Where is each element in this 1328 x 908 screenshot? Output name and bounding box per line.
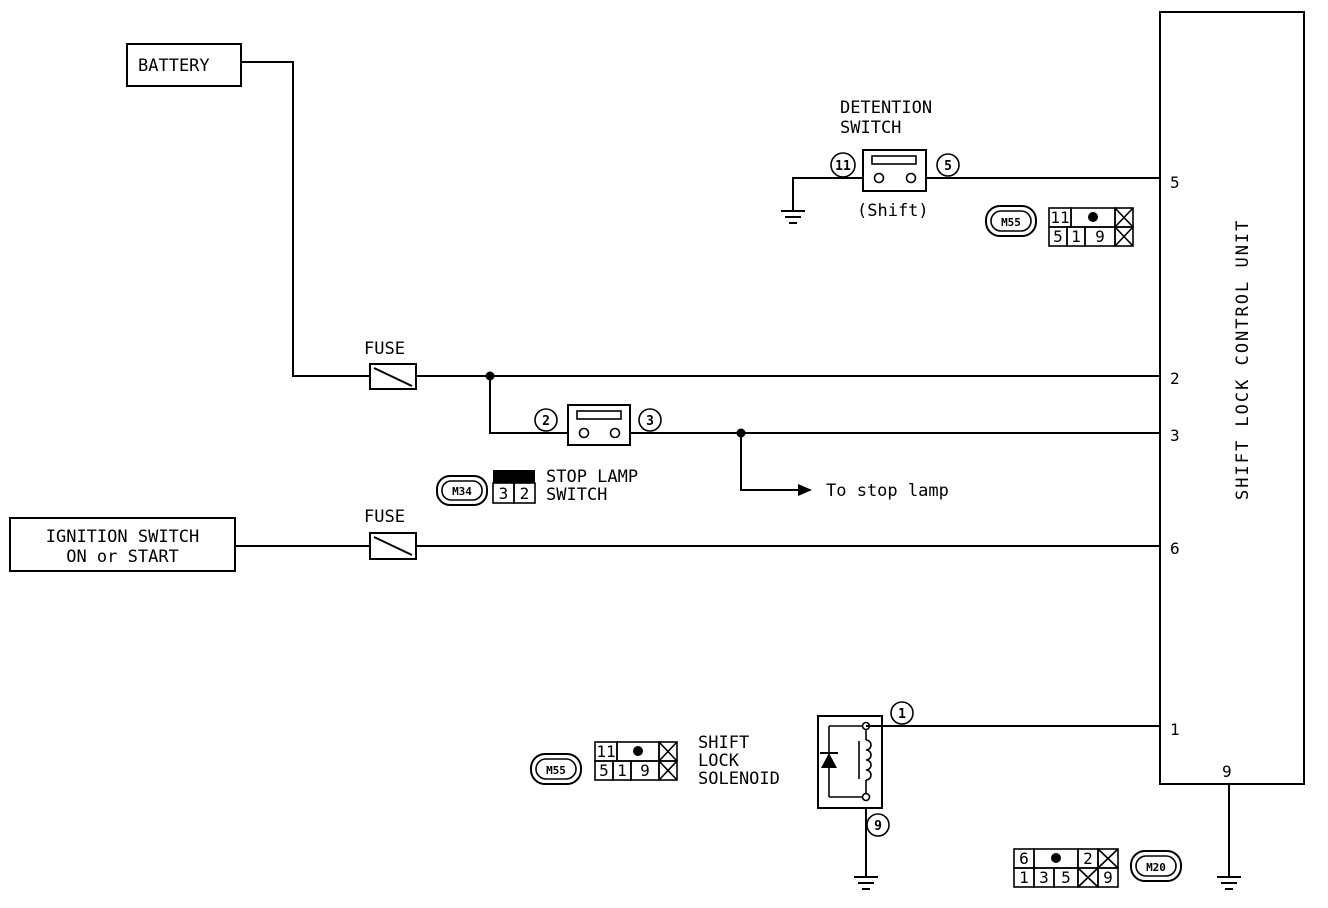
stop-switch-pin-2: 2 bbox=[542, 414, 550, 429]
m55-top-pin-5: 5 bbox=[1053, 227, 1063, 246]
m55-top-filled-dot bbox=[1088, 212, 1098, 222]
battery-box: BATTERY bbox=[126, 43, 242, 87]
ground-icon bbox=[854, 876, 878, 890]
unit-pin-6: 6 bbox=[1170, 539, 1180, 558]
connector-m34: M34 3 2 bbox=[436, 470, 536, 506]
m55-top-pin-1: 1 bbox=[1071, 227, 1081, 246]
m20-filled-dot bbox=[1051, 853, 1061, 863]
connector-m55-top-id: M55 bbox=[1001, 216, 1021, 229]
connector-m55-bottom-id: M55 bbox=[546, 764, 566, 777]
m55-bottom-filled-dot bbox=[633, 746, 643, 756]
to-stop-lamp-label: To stop lamp bbox=[826, 481, 949, 501]
solenoid-pin-9: 9 bbox=[874, 819, 882, 834]
fuse-upper: FUSE bbox=[364, 339, 417, 390]
detention-switch-symbol: 11 5 bbox=[830, 149, 960, 192]
stop-lamp-switch-symbol: 2 3 bbox=[534, 404, 662, 446]
m20-pin-2: 2 bbox=[1083, 849, 1093, 868]
stop-lamp-label-1: STOP LAMP bbox=[546, 467, 638, 487]
stop-switch-pin-3: 3 bbox=[646, 414, 654, 429]
arrow-right-icon bbox=[798, 484, 812, 496]
battery-wire bbox=[241, 61, 370, 377]
solenoid-pin-1-badge bbox=[890, 701, 914, 725]
unit-pin-5: 5 bbox=[1170, 173, 1180, 192]
m20-pin-1: 1 bbox=[1019, 868, 1029, 887]
detention-label-2: SWITCH bbox=[840, 118, 901, 138]
to-stop-lamp-wire bbox=[740, 433, 800, 491]
solenoid-label-1: SHIFT bbox=[698, 733, 749, 753]
connector-m55-top: M55 11 5 1 9 bbox=[985, 205, 1134, 247]
detention-shift-label: (Shift) bbox=[857, 201, 929, 221]
stop-switch-pin-3-badge bbox=[638, 408, 662, 432]
battery-label: BATTERY bbox=[138, 56, 210, 76]
stop-switch-pin-2-badge bbox=[534, 408, 558, 432]
connector-m34-id: M34 bbox=[452, 485, 472, 498]
ignition-label-2: ON or START bbox=[66, 547, 179, 567]
m55-bottom-pin-11: 11 bbox=[596, 742, 615, 761]
m34-pin-b: 2 bbox=[520, 484, 530, 503]
ground-icon bbox=[1217, 876, 1241, 890]
detention-label-1: DETENTION bbox=[840, 98, 932, 118]
m55-bottom-pin-1: 1 bbox=[617, 761, 627, 780]
solenoid-pin-1: 1 bbox=[898, 707, 906, 722]
m55-bottom-pin-5: 5 bbox=[599, 761, 609, 780]
connector-m55-bottom: M55 11 5 1 9 bbox=[530, 741, 678, 785]
m20-pin-6: 6 bbox=[1019, 849, 1029, 868]
shift-lock-solenoid: 1 9 bbox=[817, 701, 914, 837]
m20-pin-3: 3 bbox=[1039, 868, 1049, 887]
connector-m20: 6 2 1 3 5 9 M20 bbox=[1013, 848, 1182, 888]
connector-m20-id: M20 bbox=[1146, 861, 1166, 874]
control-unit-label: SHIFT LOCK CONTROL UNIT bbox=[1233, 219, 1253, 500]
m55-bottom-pin-9: 9 bbox=[640, 761, 650, 780]
m20-pin-5: 5 bbox=[1061, 868, 1071, 887]
shift-lock-control-unit: SHIFT LOCK CONTROL UNIT 5 2 3 6 1 9 bbox=[1159, 11, 1305, 785]
stop-lamp-feed-wire bbox=[489, 376, 568, 434]
ground-icon bbox=[781, 210, 805, 224]
ignition-switch-box: IGNITION SWITCH ON or START bbox=[9, 517, 236, 572]
m34-pin-a: 3 bbox=[499, 484, 509, 503]
ignition-label-1: IGNITION SWITCH bbox=[46, 527, 200, 547]
fuse-lower-label: FUSE bbox=[364, 507, 405, 527]
unit-pin-1: 1 bbox=[1170, 720, 1180, 739]
m55-top-pin-11: 11 bbox=[1050, 208, 1069, 227]
unit-pin-2: 2 bbox=[1170, 369, 1180, 388]
solenoid-label-2: LOCK bbox=[698, 751, 740, 771]
fuse-upper-label: FUSE bbox=[364, 339, 405, 359]
detention-pin-11: 11 bbox=[835, 159, 851, 174]
detention-pin-5: 5 bbox=[944, 159, 952, 174]
m20-pin-9: 9 bbox=[1103, 868, 1113, 887]
m55-top-pin-9: 9 bbox=[1095, 227, 1105, 246]
stop-lamp-label-2: SWITCH bbox=[546, 485, 607, 505]
unit-pin-3: 3 bbox=[1170, 426, 1180, 445]
fuse-lower: FUSE bbox=[364, 507, 417, 560]
solenoid-label-3: SOLENOID bbox=[698, 769, 780, 789]
detention-pin-5-badge bbox=[936, 153, 960, 177]
detention-ground-wire bbox=[792, 177, 863, 210]
unit-pin-9: 9 bbox=[1222, 762, 1232, 781]
